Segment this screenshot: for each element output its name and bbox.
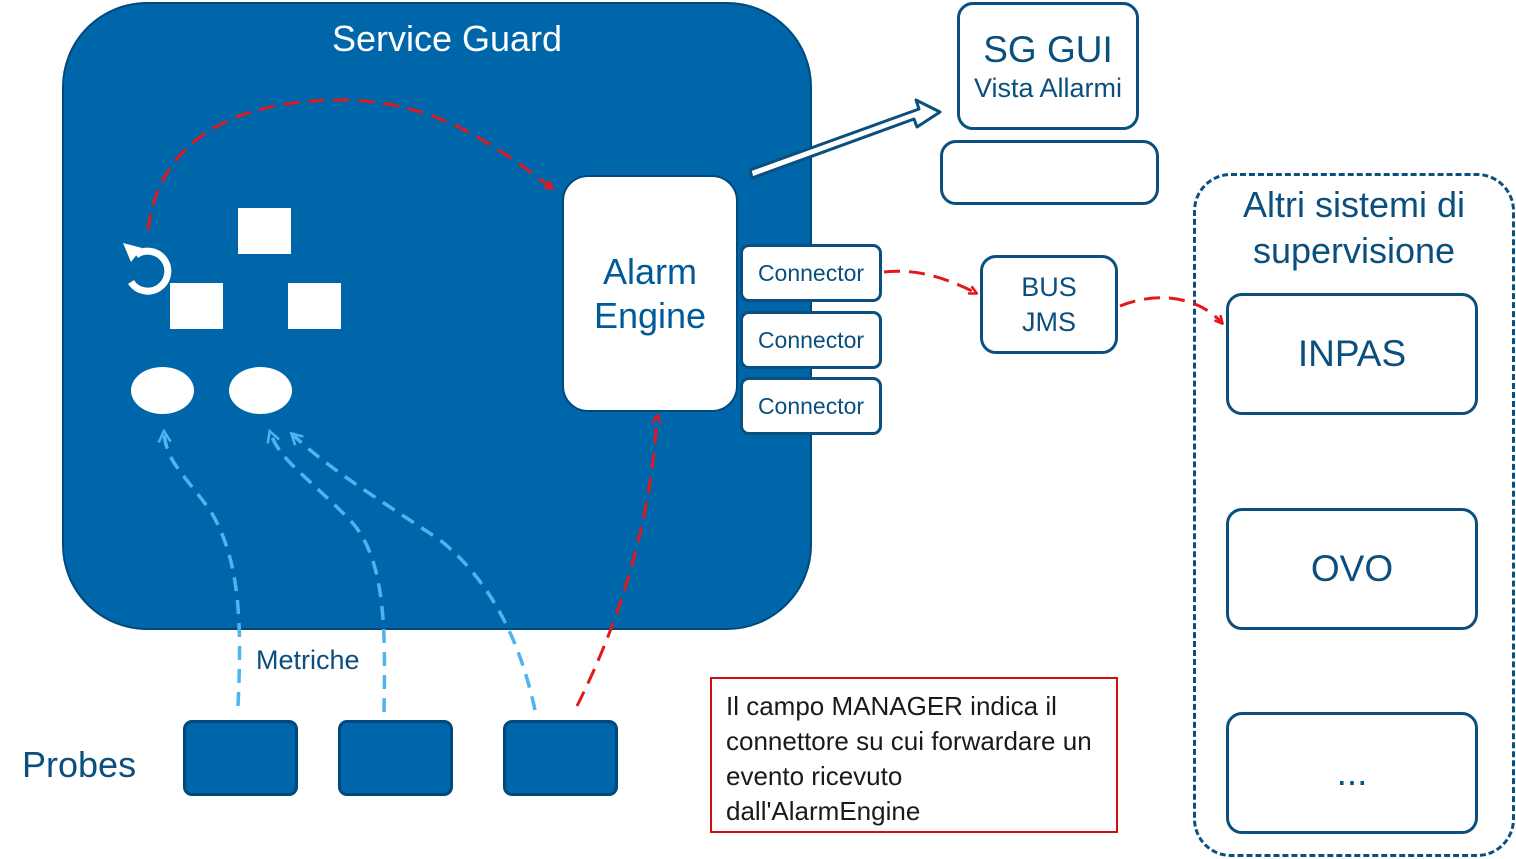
metrics-label: Metriche — [254, 645, 362, 676]
other-systems-container — [1193, 173, 1515, 857]
sg-gui-title: SG GUI — [983, 29, 1113, 70]
probe-2 — [338, 720, 453, 796]
probe-1 — [183, 720, 298, 796]
sg-gui-monitor: SG GUI Vista Allarmi — [957, 2, 1139, 130]
tree-node-left — [170, 283, 223, 329]
service-guard-title: Service Guard — [331, 18, 563, 59]
probes-label: Probes — [22, 744, 137, 785]
tree-root-node — [238, 208, 291, 254]
other-systems-title: Altri sistemi di supervisione — [1242, 184, 1466, 271]
sg-gui-keyboard — [940, 140, 1159, 205]
probe-3 — [503, 720, 618, 796]
tree-node-right — [288, 283, 341, 329]
system-inpas: INPAS — [1226, 293, 1478, 415]
system-more: ... — [1226, 712, 1478, 834]
bus-jms: BUS JMS — [980, 255, 1118, 354]
connector-3: Connector — [740, 377, 882, 435]
manager-note: Il campo MANAGER indica il connettore su… — [710, 677, 1118, 833]
tree-leaf-1 — [131, 367, 194, 414]
connector-1: Connector — [740, 244, 882, 302]
alarm-engine: Alarm Engine — [562, 175, 738, 412]
sg-gui-subtitle: Vista Allarmi — [973, 73, 1123, 103]
system-ovo: OVO — [1226, 508, 1478, 630]
tree-leaf-2 — [229, 367, 292, 414]
connector-2: Connector — [740, 311, 882, 369]
